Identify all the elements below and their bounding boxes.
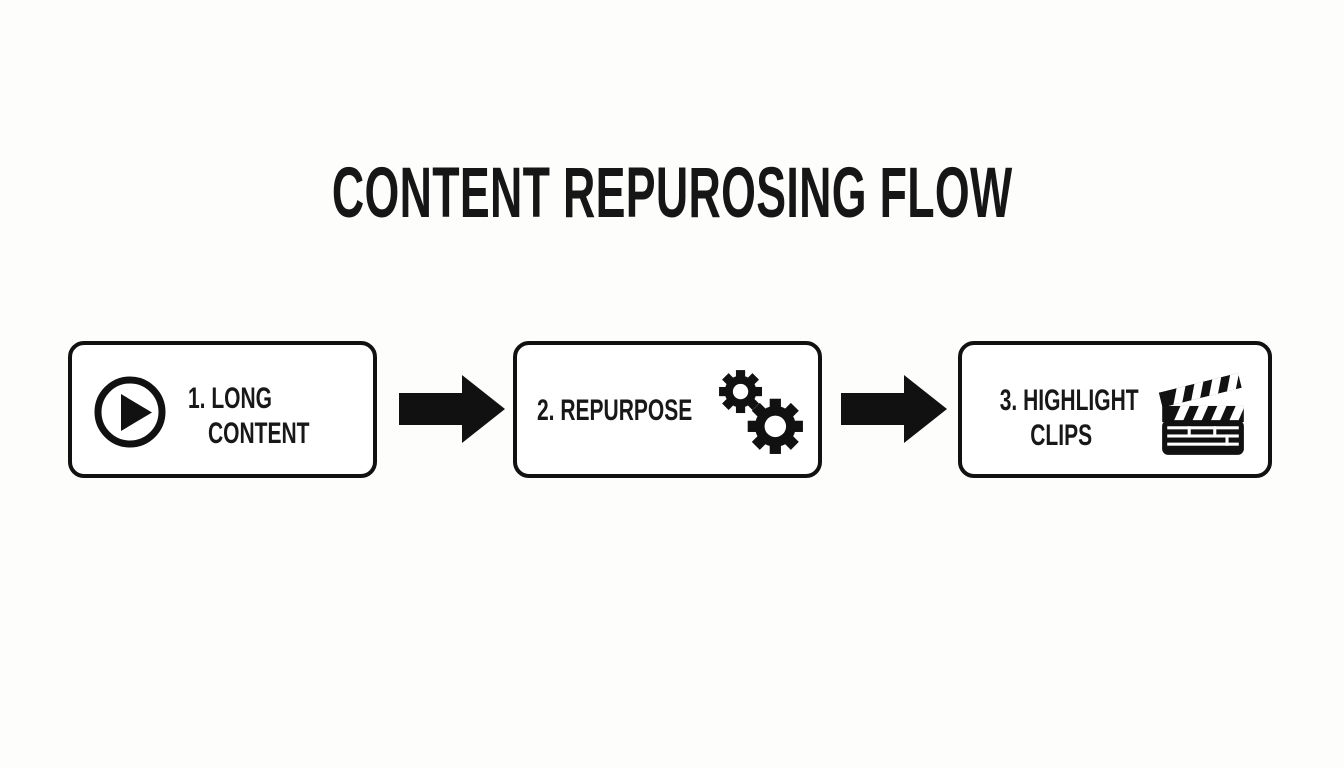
- step-label-long-content: 1. LONG CONTENT: [188, 381, 353, 451]
- step-box-long-content: 1. LONG CONTENT: [68, 341, 377, 478]
- step-label-repurpose: 2. REPURPOSE: [537, 393, 759, 428]
- step-box-repurpose: 2. REPURPOSE: [513, 341, 822, 478]
- step3-line1: 3. HIGHLIGHT: [999, 384, 1139, 417]
- arrow-right-icon: [841, 372, 948, 446]
- play-icon: [91, 373, 169, 451]
- clapperboard-icon: [1157, 371, 1249, 457]
- page-title-text: CONTENT REPUROSING FLOW: [331, 154, 1013, 233]
- arrow-right-icon: [399, 372, 506, 446]
- step1-line1: 1. LONG: [188, 382, 273, 415]
- step-label-highlight-clips: 3. HIGHLIGHT CLIPS: [970, 383, 1152, 453]
- gears-icon: [716, 366, 806, 456]
- step2-line1: 2. REPURPOSE: [537, 394, 693, 427]
- page-title: CONTENT REPUROSING FLOW: [0, 158, 1344, 229]
- step3-line2: CLIPS: [1030, 419, 1092, 452]
- step-box-highlight-clips: 3. HIGHLIGHT CLIPS: [958, 341, 1272, 478]
- step1-line2: CONTENT: [208, 417, 310, 450]
